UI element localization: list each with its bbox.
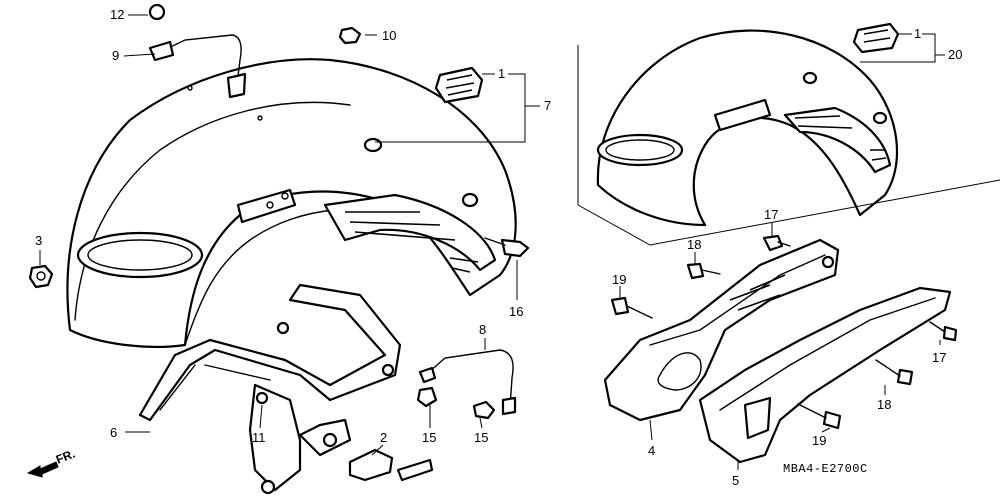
rear-fender-main bbox=[66, 58, 517, 348]
callout-20: 20 bbox=[948, 47, 962, 62]
bolt-16 bbox=[484, 237, 530, 258]
callout-10: 10 bbox=[382, 28, 396, 43]
callout-17-lower: 17 bbox=[932, 350, 946, 365]
callout-12: 12 bbox=[110, 7, 124, 22]
callout-18-upper: 18 bbox=[687, 237, 701, 252]
callout-18-lower: 18 bbox=[877, 397, 891, 412]
bolt-15-a bbox=[416, 386, 438, 408]
callout-15-right: 15 bbox=[474, 430, 488, 445]
nut-3 bbox=[28, 264, 54, 289]
callout-1-right: 1 bbox=[914, 26, 921, 41]
reflector-pad-right bbox=[852, 22, 900, 54]
callout-11: 11 bbox=[252, 430, 266, 445]
front-label: FR. bbox=[54, 447, 77, 467]
side-cover-4 bbox=[603, 238, 840, 422]
callout-17-upper: 17 bbox=[764, 207, 778, 222]
front-direction-indicator: FR. bbox=[26, 447, 77, 478]
callout-6: 6 bbox=[110, 425, 117, 440]
callout-3: 3 bbox=[35, 233, 42, 248]
reflector-pad-left bbox=[434, 66, 484, 104]
front-arrow-icon bbox=[26, 461, 59, 478]
bolt-19-a bbox=[610, 296, 630, 316]
callout-5: 5 bbox=[732, 473, 739, 488]
drawing-code: MBA4-E2700C bbox=[783, 462, 868, 476]
callout-19-lower: 19 bbox=[812, 433, 826, 448]
rear-fender-assembly-right bbox=[596, 29, 899, 227]
callout-2: 2 bbox=[380, 430, 387, 445]
bolt-15-b bbox=[472, 400, 496, 420]
bolt-18-b bbox=[896, 368, 914, 386]
nut-10 bbox=[338, 26, 362, 45]
bolt-19-b bbox=[822, 410, 842, 430]
callout-labels: 12 9 10 1 7 1 20 3 16 17 18 19 8 17 18 6… bbox=[35, 7, 962, 488]
callout-15-left: 15 bbox=[422, 430, 436, 445]
fender-mount-frame bbox=[138, 283, 402, 495]
side-cover-5 bbox=[698, 286, 952, 464]
callout-9: 9 bbox=[112, 48, 119, 63]
wire-bracket-top bbox=[148, 3, 247, 99]
bolt-17-b bbox=[942, 325, 958, 342]
assembly-20-bracket bbox=[577, 45, 1000, 246]
callout-8: 8 bbox=[479, 322, 486, 337]
callout-1-left: 1 bbox=[498, 66, 505, 81]
leader-lines bbox=[39, 14, 945, 470]
callout-4: 4 bbox=[648, 443, 655, 458]
bracket-8 bbox=[418, 349, 517, 416]
callout-19-upper: 19 bbox=[612, 272, 626, 287]
bolt-18-a bbox=[686, 262, 705, 280]
bolt-17-a bbox=[762, 234, 784, 252]
callout-7: 7 bbox=[544, 98, 551, 113]
lock-2 bbox=[348, 448, 434, 482]
callout-16: 16 bbox=[509, 304, 523, 319]
